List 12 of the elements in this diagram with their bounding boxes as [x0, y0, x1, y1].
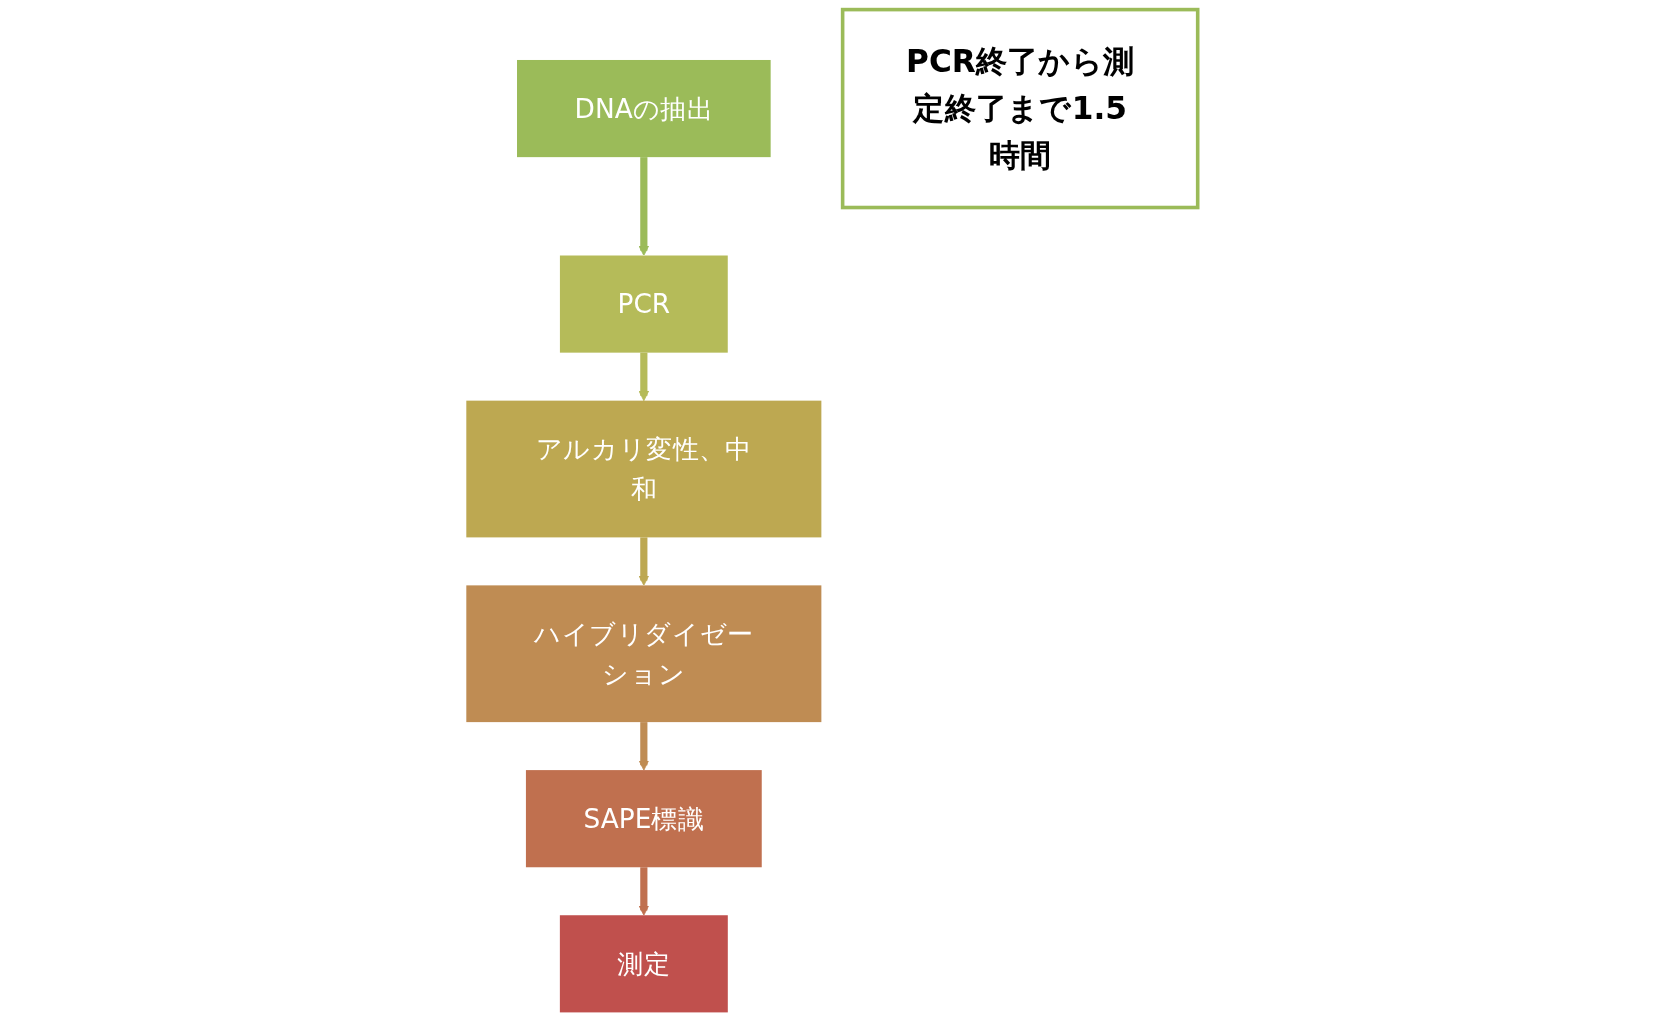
node-box: PCR終了から測定終了まで1.5時間	[840, 7, 1200, 210]
node-box: SAPE標識	[525, 770, 762, 868]
arrow	[638, 867, 650, 916]
node-box: DNAの抽出	[517, 60, 771, 158]
node-box: ハイブリダイゼーション	[466, 585, 822, 723]
node-box: 測定	[559, 915, 728, 1013]
arrow	[638, 157, 650, 256]
arrow	[638, 537, 650, 586]
arrow	[638, 352, 650, 402]
node-box: PCR	[559, 255, 728, 353]
arrow	[638, 722, 650, 771]
node-box: アルカリ変性、中和	[466, 400, 822, 538]
